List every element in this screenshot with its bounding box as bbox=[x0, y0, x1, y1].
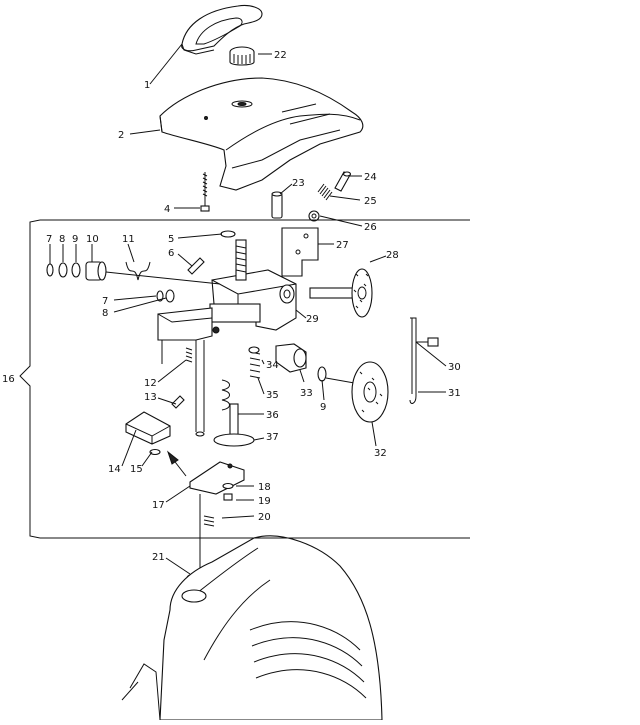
part-pin-23 bbox=[271, 191, 283, 219]
callout-5: 5 bbox=[168, 234, 174, 245]
callout-25: 25 bbox=[364, 196, 377, 207]
part-knob bbox=[229, 46, 255, 66]
callout-35: 35 bbox=[266, 390, 279, 401]
part-pin-24 bbox=[334, 171, 352, 192]
callout-31: 31 bbox=[448, 388, 461, 399]
callout-34: 34 bbox=[266, 360, 279, 371]
part-lever-14 bbox=[125, 411, 171, 456]
part-wire-31 bbox=[409, 317, 439, 404]
callout-12: 12 bbox=[144, 378, 157, 389]
callout-1: 1 bbox=[144, 80, 150, 91]
part-cover bbox=[159, 77, 364, 191]
callout-20: 20 bbox=[258, 512, 271, 523]
part-handle bbox=[181, 4, 263, 55]
callout-7b: 7 bbox=[102, 296, 108, 307]
callout-29: 29 bbox=[306, 314, 319, 325]
callout-13: 13 bbox=[144, 392, 157, 403]
callout-19: 19 bbox=[258, 496, 271, 507]
part-bracket-27 bbox=[281, 227, 319, 277]
callout-30: 30 bbox=[448, 362, 461, 373]
callout-33: 33 bbox=[300, 388, 313, 399]
callout-26: 26 bbox=[364, 222, 377, 233]
callout-24: 24 bbox=[364, 172, 377, 183]
callout-8b: 8 bbox=[102, 308, 108, 319]
part-rod bbox=[171, 340, 205, 437]
part-screw-4 bbox=[200, 172, 210, 212]
callout-23: 23 bbox=[292, 178, 305, 189]
part-springs-center bbox=[213, 346, 261, 447]
callout-14: 14 bbox=[108, 464, 121, 475]
callout-7a: 7 bbox=[46, 234, 52, 245]
callout-15: 15 bbox=[130, 464, 143, 475]
callout-32: 32 bbox=[374, 448, 387, 459]
callout-37: 37 bbox=[266, 432, 279, 443]
callout-9a: 9 bbox=[72, 234, 78, 245]
callout-4: 4 bbox=[164, 204, 170, 215]
part-spring-25 bbox=[317, 183, 333, 201]
callout-8a: 8 bbox=[59, 234, 65, 245]
callout-labels: 1 2 4 5 6 7 8 9 10 11 7 8 12 13 14 15 16… bbox=[2, 50, 461, 563]
part-washer-5 bbox=[220, 230, 236, 238]
part-crankcase bbox=[121, 535, 383, 721]
callout-16: 16 bbox=[2, 374, 15, 385]
callout-27: 27 bbox=[336, 240, 349, 251]
callout-21: 21 bbox=[152, 552, 165, 563]
callout-6: 6 bbox=[168, 248, 174, 259]
callout-9b: 9 bbox=[320, 402, 326, 413]
callout-22: 22 bbox=[274, 50, 287, 61]
part-shaft-28 bbox=[309, 268, 373, 318]
leader-lines bbox=[49, 43, 447, 575]
part-disc-32 bbox=[351, 361, 389, 423]
callout-28: 28 bbox=[386, 250, 399, 261]
direction-arrow bbox=[166, 450, 187, 477]
bracket-16 bbox=[19, 219, 470, 539]
callout-18: 18 bbox=[258, 482, 271, 493]
part-frame bbox=[157, 239, 297, 364]
part-33 bbox=[275, 343, 361, 385]
part-ring-26 bbox=[308, 210, 320, 222]
callout-36: 36 bbox=[266, 410, 279, 421]
callout-17: 17 bbox=[152, 500, 165, 511]
part-shaft-group-left bbox=[46, 261, 221, 303]
callout-11: 11 bbox=[122, 234, 135, 245]
callout-10: 10 bbox=[86, 234, 99, 245]
callout-2: 2 bbox=[118, 130, 124, 141]
part-6 bbox=[187, 257, 205, 275]
